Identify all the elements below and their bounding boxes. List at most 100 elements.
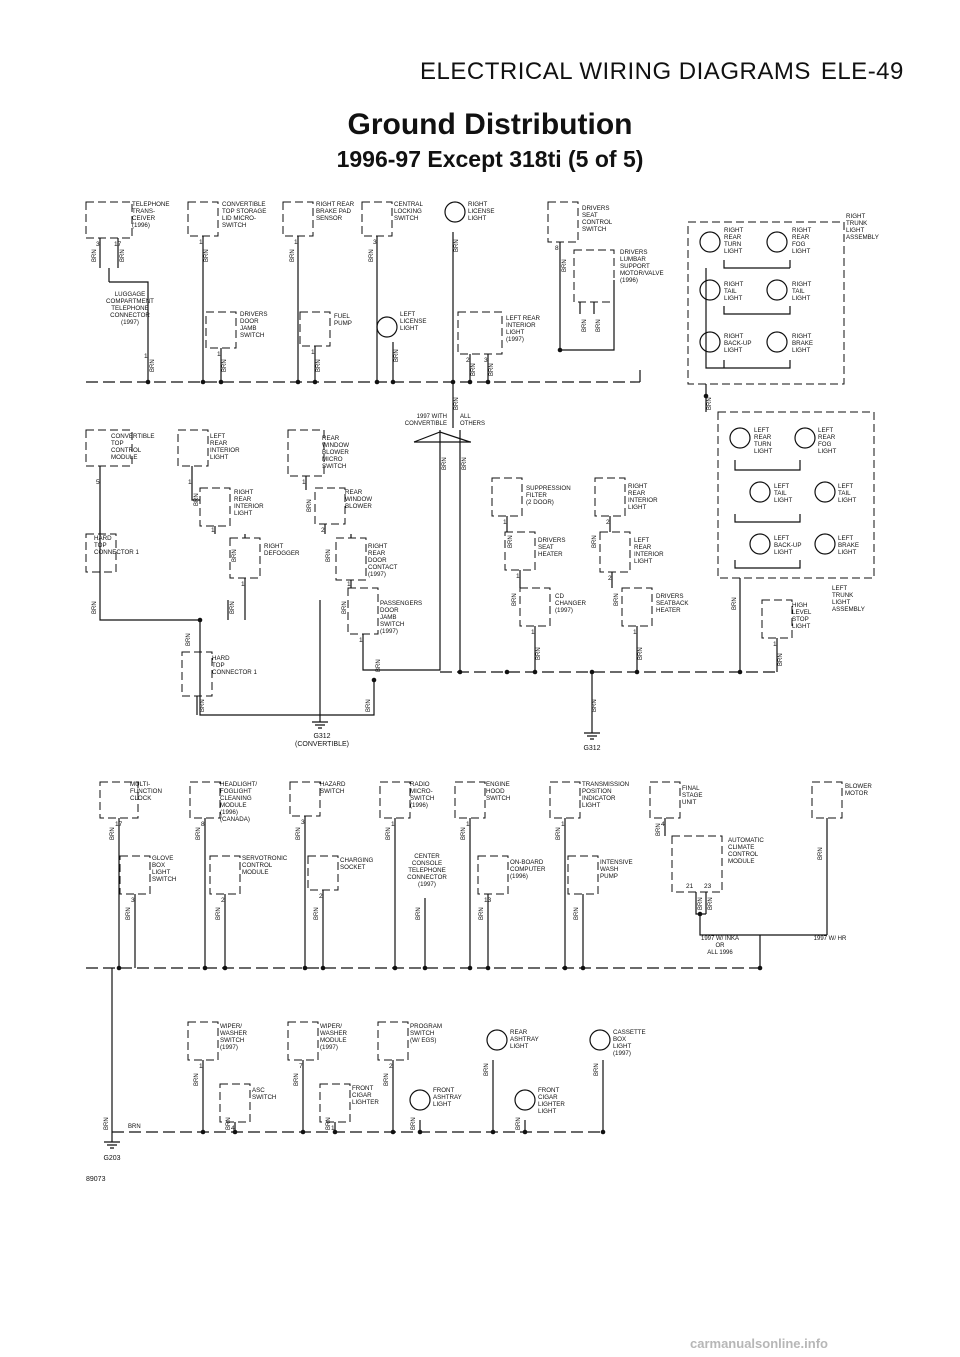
wire-label: BRN (536, 647, 542, 660)
pin-number: 3 (484, 357, 488, 364)
ground-convertible-note: (CONVERTIBLE) (295, 741, 349, 748)
pin-number: 13 (484, 897, 492, 904)
wire-label: BRN (698, 897, 704, 910)
right-rear-interior-2-box (594, 477, 626, 517)
wire-label: BRN (326, 549, 332, 562)
ground-symbols (104, 715, 600, 1149)
right-rear-fog-light-icon (766, 231, 788, 253)
wire-label: BRN (294, 1073, 300, 1086)
wire-label: BRN (230, 601, 236, 614)
charging-socket-box (307, 855, 339, 891)
rear-window-blower-switch-box (287, 429, 325, 477)
pin-number: 1 (311, 349, 315, 356)
wire-label: BRN (461, 827, 467, 840)
drivers-seat-control-box (547, 201, 579, 243)
pin-number: 1 (531, 629, 535, 636)
wire-label: BRN (454, 239, 460, 252)
wire-label: BRN (204, 249, 210, 262)
cd-changer-box (519, 587, 551, 627)
pin-number: 23 (704, 883, 712, 890)
wire-label: BRN (778, 653, 784, 666)
right-license-light-icon (444, 201, 466, 223)
page-number: 89073 (86, 1176, 106, 1183)
pin-number: 8 (201, 821, 205, 828)
drivers-lumbar-box (573, 249, 615, 303)
wire-label: BRN (307, 499, 313, 512)
onboard-computer-box (477, 855, 509, 895)
wire-label-bottom-brn: BRN (128, 1124, 141, 1130)
wire-label: BRN (411, 1117, 417, 1130)
wire-color-labels: BRN BRN BRN BRN BRN BRN BRN BRN BRN BRN … (92, 239, 824, 1130)
pin-number: 1 (241, 581, 245, 588)
hazard-switch-box (289, 781, 321, 817)
final-stage-unit-box (649, 781, 681, 819)
right-rear-door-contact-box (335, 537, 367, 581)
note-hr: 1997 W/ HR (814, 936, 847, 942)
wire-label: BRN (508, 535, 514, 548)
wire-label: BRN (638, 647, 644, 660)
pin-number: 2 (606, 519, 610, 526)
wire-label: BRN (516, 1117, 522, 1130)
wire-label: BRN (222, 359, 228, 372)
diagram-title: Ground Distribution (347, 108, 633, 141)
right-tail-light-a-icon (699, 279, 721, 301)
suppression-filter-box (491, 477, 523, 517)
wire-label: BRN (596, 319, 602, 332)
lights (376, 201, 836, 1111)
cassette-box-light-icon (589, 1029, 611, 1051)
ground-g312-b-label: G312 (583, 745, 600, 752)
pin-numbers: 3 17 1 1 3 8 1 1 1 2 3 5 1 1 1 2 1 2 1 1… (96, 239, 777, 1132)
wire-label: BRN (369, 249, 375, 262)
left-brake-light-icon (814, 533, 836, 555)
left-rear-interior-light-box (177, 429, 209, 467)
wire-label: BRN (471, 363, 477, 376)
pin-number: 3 (131, 897, 135, 904)
program-switch-box (377, 1021, 409, 1061)
wire-label: BRN (707, 397, 713, 410)
pin-number: 3 (373, 239, 377, 246)
left-license-light-icon (376, 316, 398, 338)
central-locking-box (361, 201, 393, 237)
wire-label: BRN (656, 823, 662, 836)
wire-label: BRN (314, 907, 320, 920)
intensive-wash-pump-box (567, 855, 599, 895)
pin-number: 2 (221, 897, 225, 904)
